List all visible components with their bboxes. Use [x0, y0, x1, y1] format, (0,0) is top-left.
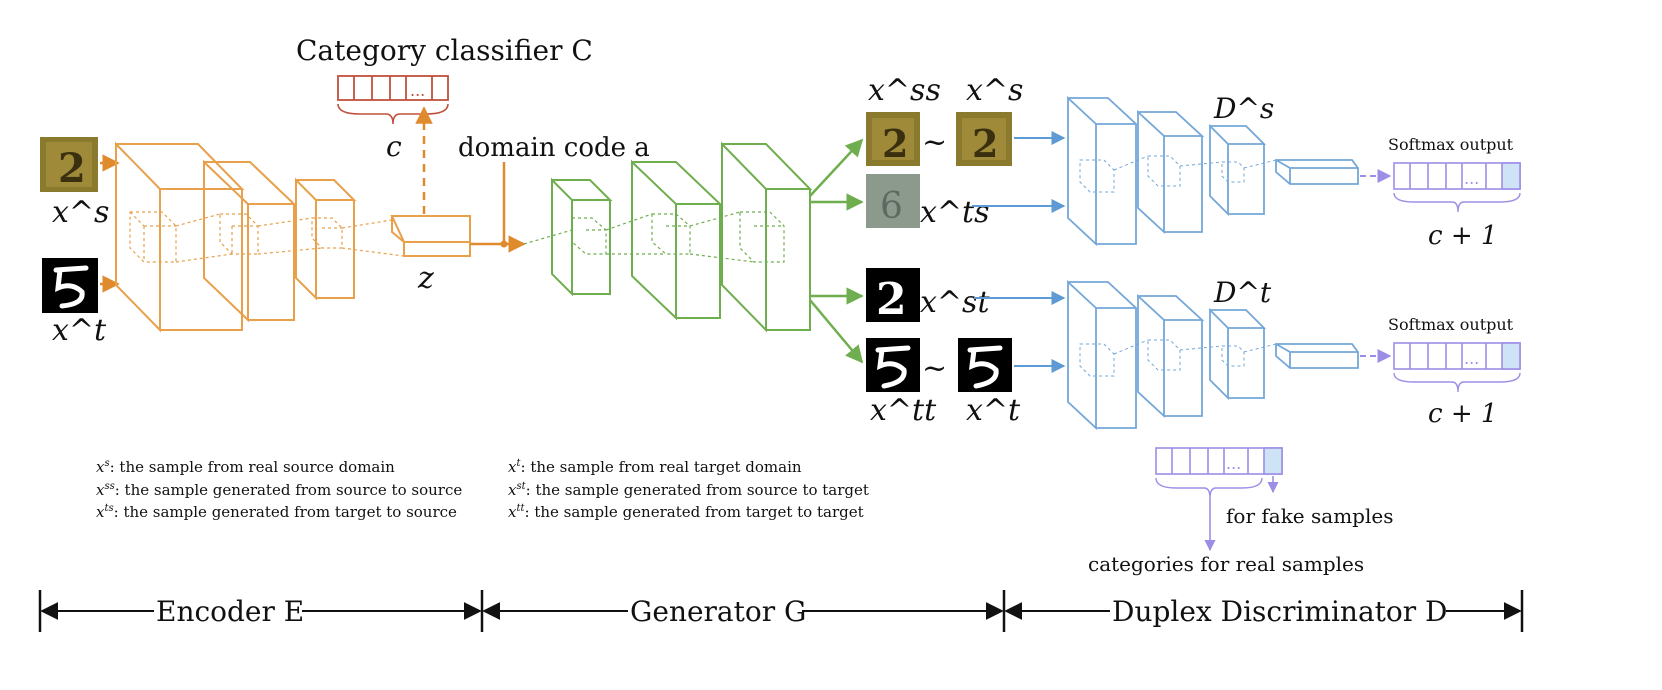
xss-image: 2 — [866, 112, 920, 166]
tilde-xtt-xt: ~ — [922, 351, 947, 386]
classifier-title: Category classifier C — [296, 34, 593, 67]
xt-real-image — [958, 338, 1012, 392]
dt-softmax-title: Softmax output — [1388, 315, 1514, 334]
output-key-vector — [1155, 447, 1283, 475]
input-xt-image — [42, 258, 98, 313]
legend-right: xt: the sample from real target domain x… — [508, 458, 869, 521]
discriminator-dt-kernels — [1079, 339, 1277, 377]
xs-real-image: 2 — [956, 112, 1012, 166]
arrow-gen-to-xtt — [809, 299, 864, 364]
svg-text:2: 2 — [876, 274, 907, 325]
dt-softmax-dots: ... — [1464, 349, 1479, 368]
legend-left: xs: the sample from real source domain x… — [96, 458, 462, 521]
xst-label: x^st — [920, 285, 990, 320]
legend-item: xst: the sample generated from source to… — [508, 481, 869, 499]
svg-text:2: 2 — [882, 121, 908, 166]
discriminator-dt — [1067, 279, 1359, 431]
discriminator-ds-kernels — [1079, 155, 1277, 193]
real-samples-label: categories for real samples — [1088, 552, 1364, 576]
legend-item: xss: the sample generated from source to… — [96, 481, 462, 499]
ds-softmax-vector — [1393, 162, 1521, 190]
xs-real-label: x^s — [966, 73, 1023, 108]
code-z-label: z — [417, 261, 434, 296]
xss-label: x^ss — [868, 73, 941, 108]
input-xs-label: x^s — [52, 195, 109, 230]
fake-samples-label: for fake samples — [1226, 504, 1393, 528]
dt-brace-label: c + 1 — [1428, 399, 1497, 429]
ds-softmax-brace — [1393, 192, 1521, 213]
encoder-kernels — [129, 211, 405, 263]
legend-item: xtt: the sample generated from target to… — [508, 503, 864, 521]
discriminator-ds — [1067, 95, 1359, 247]
svg-text:2: 2 — [972, 121, 998, 166]
ds-brace-label: c + 1 — [1428, 221, 1497, 251]
tilde-xss-xs: ~ — [922, 125, 947, 160]
section-encoder-label: Encoder E — [156, 595, 304, 628]
xtt-label: x^tt — [870, 393, 937, 428]
dt-softmax-vector — [1393, 342, 1521, 370]
section-generator-label: Generator G — [630, 595, 806, 628]
input-xt-label: x^t — [52, 313, 107, 348]
classifier-brace-label: c — [386, 130, 402, 163]
ds-softmax-title: Softmax output — [1388, 135, 1514, 154]
svg-text:2: 2 — [58, 145, 86, 192]
arrow-gen-to-xss — [809, 138, 864, 197]
xts-image: 6 — [866, 174, 920, 228]
legend-item: xts: the sample generated from target to… — [96, 503, 457, 521]
encoder-network — [115, 141, 471, 333]
merge-point — [500, 240, 508, 248]
section-dividers — [38, 590, 1524, 632]
xst-image: 2 — [866, 268, 920, 325]
legend-item: xs: the sample from real source domain — [96, 458, 395, 476]
classifier-output-vector — [337, 75, 449, 101]
classifier-dots: ... — [410, 81, 425, 100]
input-xs-image: 2 — [40, 137, 98, 192]
generator-kernels — [523, 211, 785, 263]
svg-text:6: 6 — [880, 186, 903, 227]
xtt-image — [866, 338, 920, 392]
dt-label: D^t — [1213, 276, 1272, 309]
legend-item: xt: the sample from real target domain — [508, 458, 802, 476]
dt-softmax-brace — [1393, 372, 1521, 393]
ds-softmax-dots: ... — [1464, 169, 1479, 188]
output-key-dots: ... — [1226, 454, 1241, 473]
classifier-brace — [337, 103, 449, 125]
output-key-brace — [1155, 477, 1263, 499]
xts-label: x^ts — [920, 195, 990, 230]
ds-label: D^s — [1213, 92, 1274, 125]
domain-code-label: domain code a — [458, 133, 650, 163]
section-discriminator-label: Duplex Discriminator D — [1112, 595, 1448, 628]
generator-network — [551, 141, 813, 333]
xt-real-label: x^t — [966, 393, 1021, 428]
